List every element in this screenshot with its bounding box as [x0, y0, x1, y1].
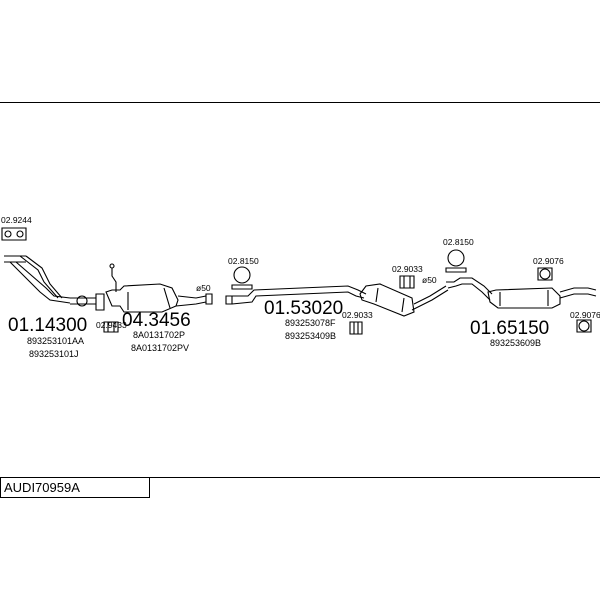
diagram-frame — [0, 102, 600, 478]
part-ref: 8A0131702P — [133, 330, 185, 340]
pipe-diameter-label: ø50 — [196, 283, 211, 293]
accessory-number: 02.9076 — [570, 310, 600, 320]
accessory-number: 02.8150 — [443, 237, 474, 247]
accessory-number: 02.9033 — [342, 310, 373, 320]
front-pipe-icon — [4, 255, 105, 311]
clamp-icon — [399, 275, 415, 289]
accessory-number: 02.9033 — [392, 264, 423, 274]
catalytic-converter-icon — [105, 283, 213, 313]
pipe-diameter-label: ø50 — [422, 275, 437, 285]
part-number: 01.65150 — [470, 318, 549, 339]
gasket-icon — [1, 227, 27, 241]
part-ref: 893253609B — [490, 338, 541, 348]
clamp-icon — [103, 321, 119, 333]
sensor-icon — [109, 263, 117, 292]
clamp-icon — [349, 321, 363, 335]
part-number: 04.3456 — [122, 310, 191, 331]
middle-pipe-icon — [225, 283, 449, 317]
hanger-ring-icon — [231, 266, 253, 290]
part-ref: 8A0131702PV — [131, 343, 189, 353]
rubber-mount-icon — [576, 319, 592, 333]
rubber-mount-icon — [537, 267, 553, 281]
accessory-number: 02.8150 — [228, 256, 259, 266]
accessory-number: 02.9433 — [96, 320, 127, 330]
part-ref: 893253101AA — [27, 336, 84, 346]
accessory-number: 02.9076 — [533, 256, 564, 266]
part-ref: 893253078F — [285, 318, 336, 328]
part-number: 01.53020 — [264, 298, 343, 319]
part-number: 01.14300 — [8, 315, 87, 336]
accessory-number: 02.9244 — [1, 215, 32, 225]
hanger-ring-icon — [445, 249, 467, 273]
part-ref: 893253101J — [29, 349, 79, 359]
part-ref: 893253409B — [285, 331, 336, 341]
rear-silencer-icon — [446, 277, 597, 309]
diagram-code: AUDI70959A — [0, 478, 150, 498]
